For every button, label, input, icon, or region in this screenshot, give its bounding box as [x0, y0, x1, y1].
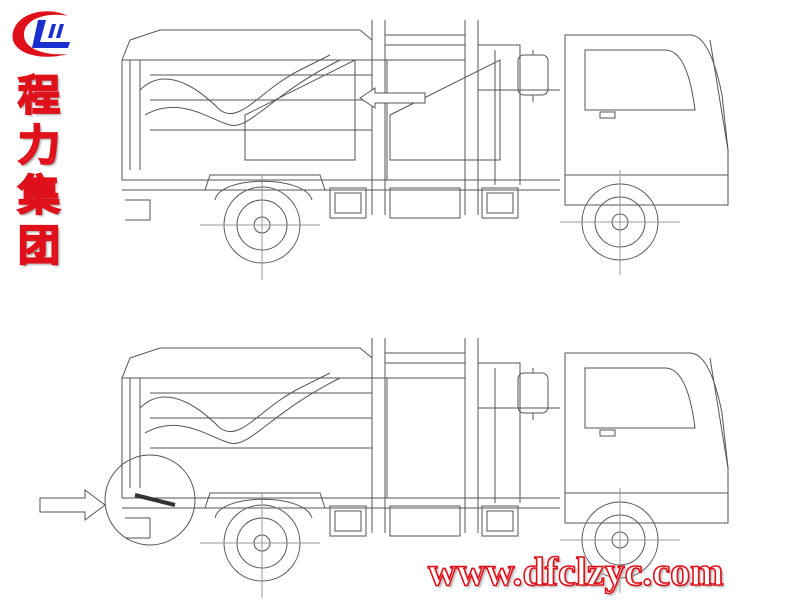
- brand-name-vertical: 程 力 集 团: [14, 71, 64, 271]
- brand-char: 集: [17, 171, 61, 221]
- website-watermark: www.dfclzyc.com: [427, 548, 724, 595]
- direction-arrow-icon: [359, 87, 426, 109]
- brand-char: 力: [17, 121, 61, 171]
- loading-arms-top: [244, 59, 501, 161]
- detail-callout-circle: [104, 454, 196, 546]
- brand-char: 程: [17, 71, 61, 121]
- brand-logo: [12, 11, 70, 57]
- hydraulic-cylinder: [134, 493, 176, 507]
- truck-loading-view: [121, 19, 729, 281]
- brand-char: 团: [17, 221, 61, 271]
- callout-arrow-icon: [39, 489, 106, 521]
